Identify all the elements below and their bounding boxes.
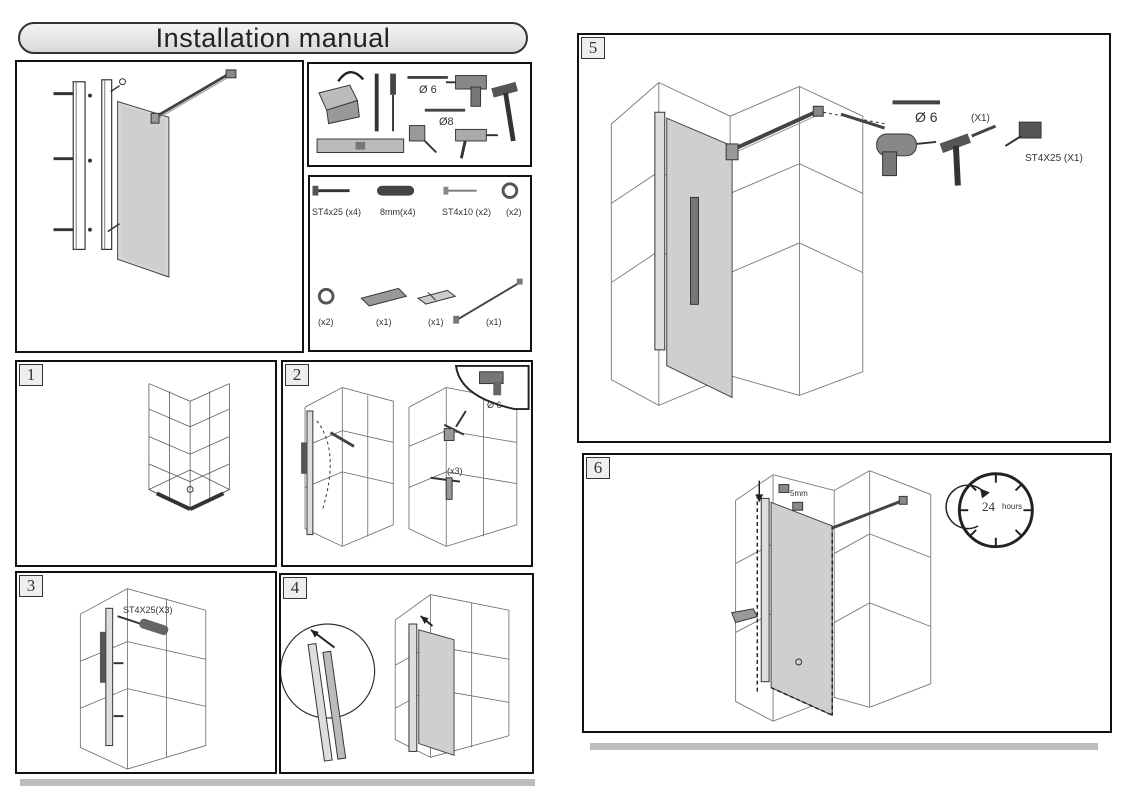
step-number: 6 bbox=[586, 457, 610, 479]
drill-icon bbox=[876, 133, 937, 177]
step-5-screw-label: ST4X25 (X1) bbox=[1025, 153, 1083, 164]
step-3-panel: 3 ST4X25(X3) bbox=[15, 571, 277, 774]
seal-a-icon bbox=[360, 287, 408, 307]
step-number: 2 bbox=[285, 364, 309, 386]
step-4-panel: 4 bbox=[279, 573, 534, 774]
step-2-panel: 2 Ø 6 (x3) bbox=[281, 360, 533, 567]
step-4-illustration bbox=[281, 594, 510, 762]
step-6-panel: 6 bbox=[582, 453, 1112, 733]
screw-block-icon bbox=[1004, 121, 1042, 147]
tools-panel: Ø 6 Ø8 bbox=[307, 62, 532, 167]
step-number: 1 bbox=[19, 364, 43, 386]
step-3-illustration bbox=[79, 588, 207, 770]
clock-hours-unit: hours bbox=[1002, 502, 1023, 511]
toolbox-icon bbox=[318, 70, 365, 125]
step-5-illustration bbox=[610, 82, 1042, 406]
screw-st4x10-label: ST4x10 (x2) bbox=[442, 207, 492, 217]
tools-illustration bbox=[316, 70, 518, 159]
small-screw-icon bbox=[443, 186, 477, 195]
step-number: 4 bbox=[283, 577, 307, 599]
wall-plug-icon bbox=[376, 185, 415, 196]
clock-icon bbox=[945, 472, 1034, 549]
cap-qty-label: (x2) bbox=[318, 317, 334, 327]
drill-bit-8-label: Ø8 bbox=[439, 116, 454, 128]
step-6-illustration bbox=[730, 470, 1034, 722]
plug-8mm-label: 8mm(x4) bbox=[380, 207, 416, 217]
screw-st4x25-label: ST4x25 (x4) bbox=[312, 207, 362, 217]
hammer-icon bbox=[939, 133, 971, 186]
step-2-qty-label: (x3) bbox=[447, 466, 463, 476]
stabilizer-bar-icon bbox=[453, 278, 523, 324]
cap-icon bbox=[317, 287, 335, 305]
overview-panel bbox=[15, 60, 304, 353]
step-3-screw-label: ST4X25(X3) bbox=[123, 605, 173, 615]
step-number: 5 bbox=[581, 37, 605, 59]
washer-icon bbox=[501, 182, 519, 199]
hammer-icon bbox=[491, 81, 518, 142]
step-1-illustration bbox=[148, 383, 231, 511]
clock-hours-number: 24 bbox=[982, 499, 995, 514]
step-2-illustration bbox=[301, 364, 530, 547]
step-6-dim-label: 5mm bbox=[790, 489, 808, 498]
step-1-panel: 1 bbox=[15, 360, 277, 567]
page-title: Installation manual bbox=[18, 22, 528, 54]
seal-b-qty-label: (x1) bbox=[428, 317, 444, 327]
seal-a-qty-label: (x1) bbox=[376, 317, 392, 327]
parts-panel: ST4x25 (x4) 8mm(x4) ST4x10 (x2) (x2) (x2… bbox=[308, 175, 532, 352]
drill-icon bbox=[445, 75, 487, 107]
step-5-drill-label: Ø 6 bbox=[915, 109, 938, 125]
overview-illustration bbox=[53, 69, 237, 278]
stabilizer-qty-label: (x1) bbox=[486, 317, 502, 327]
footer-bar-left bbox=[20, 779, 535, 786]
step-5-qty-label: (X1) bbox=[971, 113, 990, 124]
footer-bar-right bbox=[590, 743, 1098, 750]
step-2-drill-label: Ø 6 bbox=[487, 400, 502, 410]
washer-qty-label: (x2) bbox=[506, 207, 522, 217]
step-5-panel: 5 bbox=[577, 33, 1111, 443]
step-number: 3 bbox=[19, 575, 43, 597]
seal-b-icon bbox=[416, 289, 457, 305]
parts-illustration bbox=[312, 182, 523, 324]
drill-bit-6-label: Ø 6 bbox=[419, 84, 437, 96]
screw-icon bbox=[312, 185, 350, 196]
